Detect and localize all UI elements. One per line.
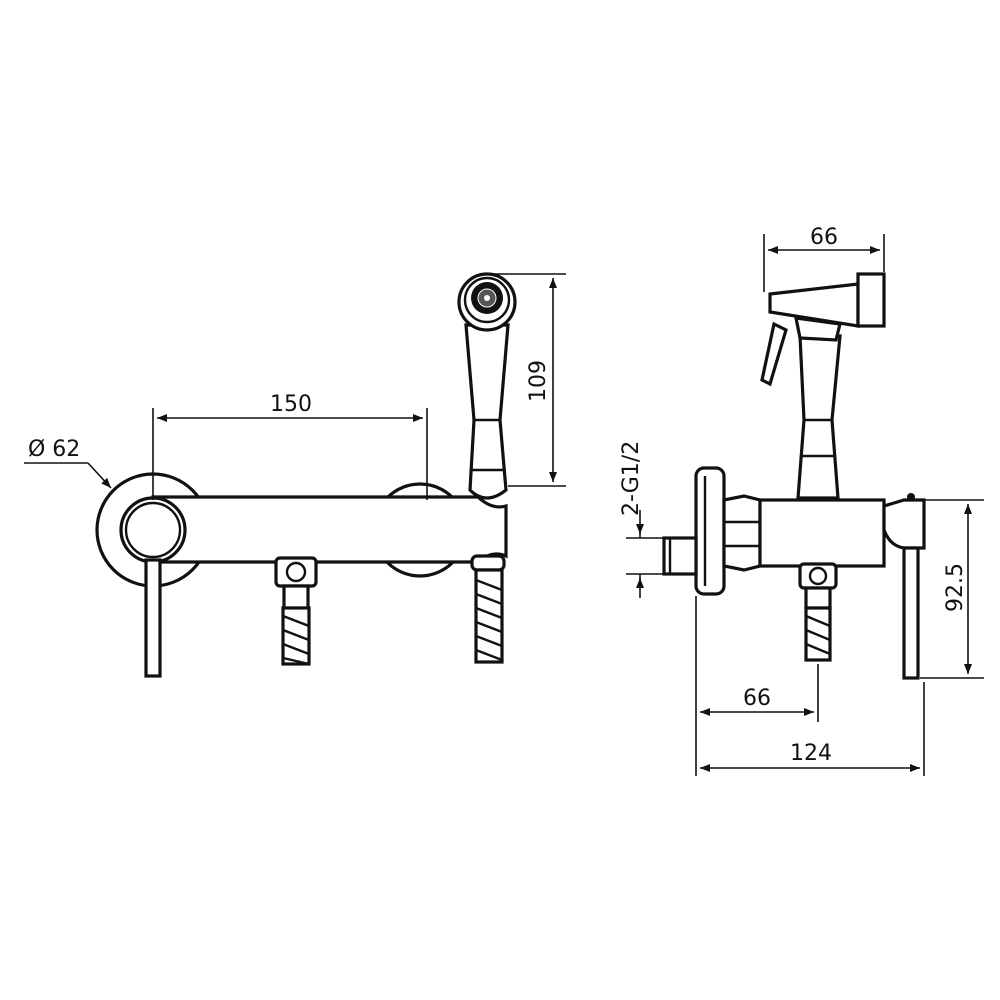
lever-hinge (882, 498, 926, 550)
front-dimensions: Ø 62 150 109 (24, 273, 566, 500)
side-dimensions: 66 2-G1/2 92.5 66 124 (619, 225, 984, 776)
sprayer-trigger (760, 321, 788, 387)
mixer-body (151, 495, 508, 564)
dim-top-label: 66 (810, 225, 838, 250)
dim-spacing-label: 150 (270, 392, 312, 417)
mixer-cap-inner (124, 501, 182, 559)
dim-diameter-label: Ø 62 (28, 437, 80, 462)
front-view (95, 272, 517, 678)
sprayer-head-front (457, 272, 517, 332)
side-lever-handle (902, 546, 920, 680)
side-inlet-connector (798, 562, 838, 610)
dim-side-height-label: 92.5 (943, 563, 968, 612)
dim-height-label: 109 (526, 360, 551, 402)
left-inlet-connector (274, 556, 318, 610)
sprayer-handle-front (464, 323, 510, 500)
dim-total-label: 124 (790, 741, 832, 766)
mixer-cap (119, 496, 187, 564)
valve-body (758, 498, 886, 568)
sprayer-head-side (760, 272, 886, 387)
left-braided-hose (281, 606, 311, 666)
hex-nut (722, 494, 762, 572)
side-braided-hose (804, 606, 832, 662)
sprayer-handle-side (796, 334, 842, 500)
side-view (662, 272, 926, 680)
right-braided-hose (470, 554, 506, 664)
wall-flange (694, 466, 726, 596)
dim-thread-label: 2-G1/2 (619, 441, 644, 516)
dim-depth-label: 66 (743, 686, 771, 711)
lever-handle (144, 558, 162, 678)
